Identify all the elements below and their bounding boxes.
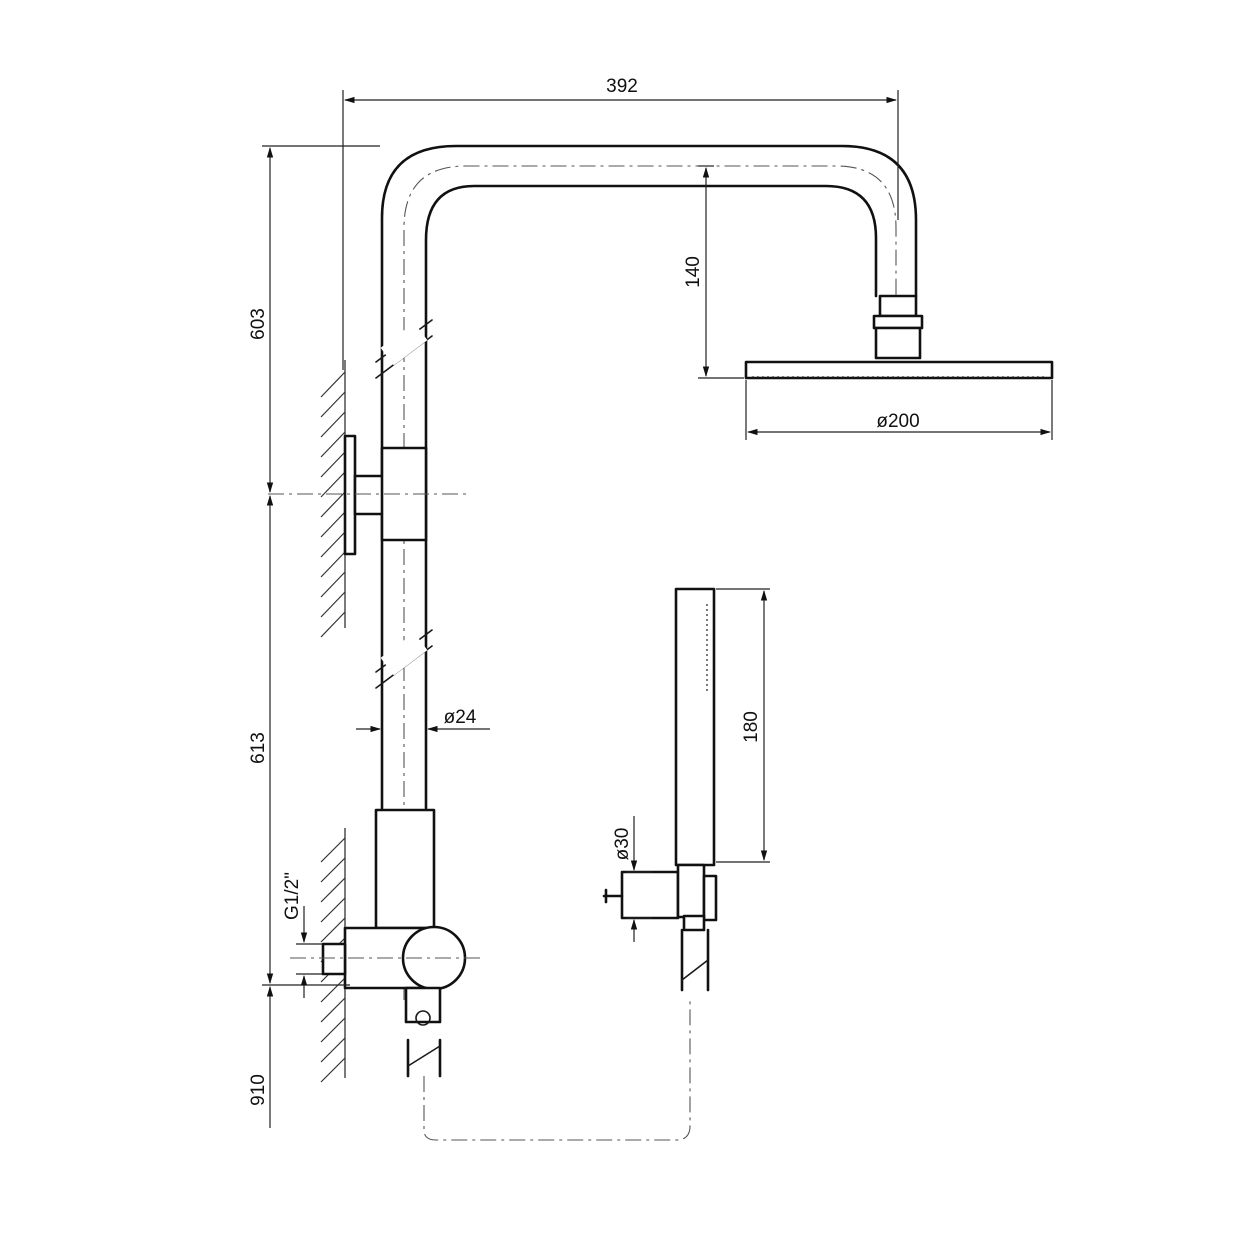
dim-label-arm-drop: 140: [683, 256, 704, 288]
wall-hatching-upper: [320, 360, 346, 638]
dim-label-lower-height: 910: [248, 1074, 269, 1106]
dim-head-diameter: [745, 380, 1053, 440]
dim-label-upper-height: 603: [248, 308, 269, 340]
dim-holder-diameter: [626, 816, 652, 942]
dim-inlet-thread: [296, 906, 322, 998]
dim-arm-drop: [698, 165, 744, 379]
hand-shower: [602, 587, 718, 992]
riser-break-marks: [375, 319, 433, 689]
riser-and-arm-pipe: [380, 144, 918, 1000]
shower-head: [744, 294, 1054, 380]
dim-label-middle-height: 613: [248, 732, 269, 764]
dim-overall-width: [342, 90, 899, 370]
wall-bracket: [268, 434, 470, 556]
dim-handshower-length: [716, 588, 770, 863]
dim-label-overall-width: 392: [606, 76, 638, 97]
diverter-body: [290, 808, 691, 1141]
dim-label-handshower-length: 180: [741, 711, 762, 743]
dim-label-pipe-diameter: ø24: [444, 707, 477, 728]
wall-hatching-lower: [320, 828, 346, 1083]
dim-label-head-diameter: ø200: [876, 411, 919, 432]
dim-label-inlet-thread: G1/2": [282, 872, 303, 920]
dim-label-holder-diameter: ø30: [612, 828, 633, 861]
